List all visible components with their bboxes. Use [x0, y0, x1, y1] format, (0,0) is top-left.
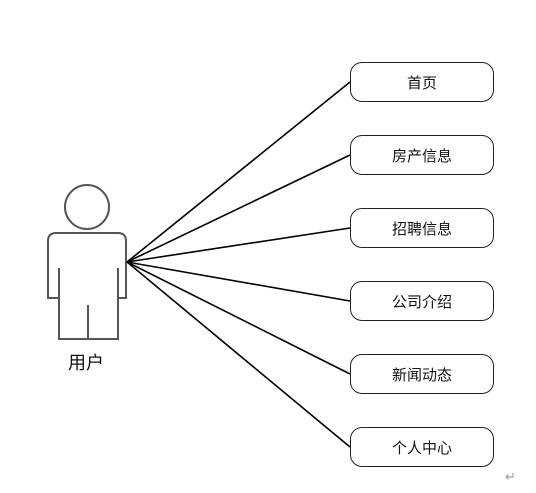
usecase-home[interactable]: 首页	[350, 62, 494, 102]
usecase-company-intro[interactable]: 公司介绍	[350, 281, 494, 321]
usecase-home-label: 首页	[406, 73, 437, 92]
association-line	[126, 261, 351, 302]
usecase-personal-center[interactable]: 个人中心	[350, 427, 494, 467]
association-lines	[126, 81, 351, 448]
association-line	[126, 261, 351, 448]
actor-head	[64, 184, 110, 230]
usecase-recruitment-info[interactable]: 招聘信息	[350, 208, 494, 248]
actor-body	[47, 232, 127, 340]
association-line	[126, 154, 351, 263]
paragraph-mark: ↵	[505, 470, 516, 485]
usecase-company-intro-label: 公司介绍	[391, 292, 452, 311]
actor-label: 用户	[68, 353, 104, 374]
usecase-news[interactable]: 新闻动态	[350, 354, 494, 394]
usecase-property-info-label: 房产信息	[391, 146, 452, 165]
user-actor-icon	[47, 184, 127, 340]
usecase-personal-center-label: 个人中心	[391, 438, 452, 457]
association-line	[126, 227, 351, 263]
association-line	[126, 81, 351, 263]
usecase-recruitment-info-label: 招聘信息	[391, 219, 452, 238]
association-line	[126, 261, 351, 375]
usecase-news-label: 新闻动态	[391, 365, 452, 384]
usecase-property-info[interactable]: 房产信息	[350, 135, 494, 175]
